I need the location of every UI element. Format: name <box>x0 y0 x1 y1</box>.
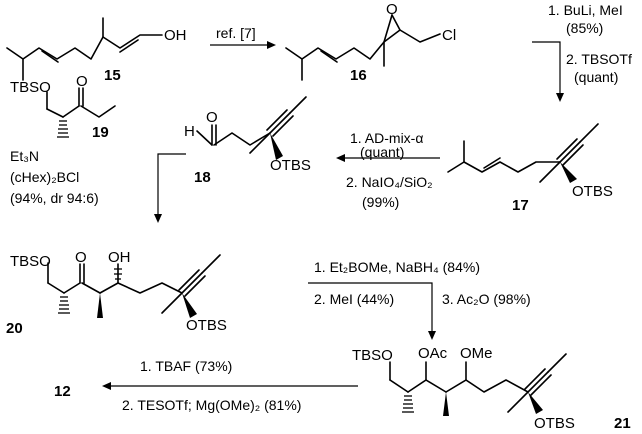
c17-otbs-label: OTBS <box>572 183 613 200</box>
reagent-tbaf: 1. TBAF (73%) <box>140 358 232 374</box>
arrow-20-to-21 <box>308 282 436 340</box>
reagent-naio4-yield: (99%) <box>362 194 399 210</box>
reagent-ref7: ref. [7] <box>216 25 256 41</box>
ketone-o-label: O <box>76 73 88 90</box>
c19-tbso-label: TBSO <box>10 79 51 96</box>
c20-tbso-label: TBSO <box>10 253 51 270</box>
reagent-et3n: Et₃N <box>10 148 39 164</box>
arrow-21-to-12 <box>102 382 358 390</box>
c21-otbs-label: OTBS <box>534 415 575 432</box>
reagent-ad-mix-yield: (quant) <box>360 144 404 160</box>
compound-17-label: 17 <box>512 197 529 214</box>
reagent-aldol-yield: (94%, dr 94:6) <box>10 190 99 206</box>
reagent-tbsotf: 2. TBSOTf <box>566 51 632 67</box>
compound-15-label: 15 <box>104 67 121 84</box>
aldehyde-h-label: H <box>184 123 195 140</box>
oac-label: OAc <box>418 345 448 362</box>
arrow-16-to-17 <box>532 41 564 102</box>
reagent-ac2o: 3. Ac₂O (98%) <box>442 291 531 307</box>
reagent-ad-mix: 1. AD-mix-α <box>350 130 423 146</box>
compound-16-label: 16 <box>350 67 367 84</box>
c18-otbs-label: OTBS <box>270 157 311 174</box>
arrow-15-to-16 <box>210 41 276 49</box>
compound-19-structure <box>46 87 116 138</box>
aldehyde-o-label: O <box>206 109 218 126</box>
compound-20-label: 20 <box>6 320 23 337</box>
reagent-buli-mei-yield: (85%) <box>566 20 603 36</box>
arrow-17-to-18 <box>336 154 440 162</box>
compound-21-label: 21 <box>614 415 631 432</box>
ome-label: OMe <box>460 345 493 362</box>
arrow-aldol-to-20 <box>154 153 186 223</box>
compound-18-label: 18 <box>194 169 211 186</box>
compound-18-structure <box>196 96 307 160</box>
compound-17-structure <box>447 123 599 183</box>
reagent-mei: 2. MeI (44%) <box>314 291 394 307</box>
c21-tbso-label: TBSO <box>352 347 393 364</box>
reagent-buli-mei: 1. BuLi, MeI <box>548 2 623 18</box>
compound-16-structure <box>285 14 441 81</box>
compound-15-structure <box>6 17 163 81</box>
reagent-tbsotf-yield: (quant) <box>574 69 618 85</box>
c20-otbs-label: OTBS <box>186 317 227 334</box>
cl-label: Cl <box>442 27 456 44</box>
reagent-et2bome: 1. Et₂BOMe, NaBH₄ (84%) <box>314 259 480 275</box>
compound-21-structure <box>389 353 567 416</box>
c20-ketone-o-label: O <box>75 249 87 266</box>
reagent-chex2bcl: (cHex)₂BCl <box>10 169 79 185</box>
epoxide-o-label: O <box>386 1 398 18</box>
compound-12-label: 12 <box>54 383 71 400</box>
reagent-tesotf: 2. TESOTf; Mg(OMe)₂ (81%) <box>122 397 301 413</box>
compound-20-structure <box>47 254 221 318</box>
reagent-naio4: 2. NaIO₄/SiO₂ <box>346 174 433 190</box>
c20-oh-label: OH <box>108 249 131 266</box>
compound-19-label: 19 <box>92 124 109 141</box>
oh-label: OH <box>164 27 187 44</box>
